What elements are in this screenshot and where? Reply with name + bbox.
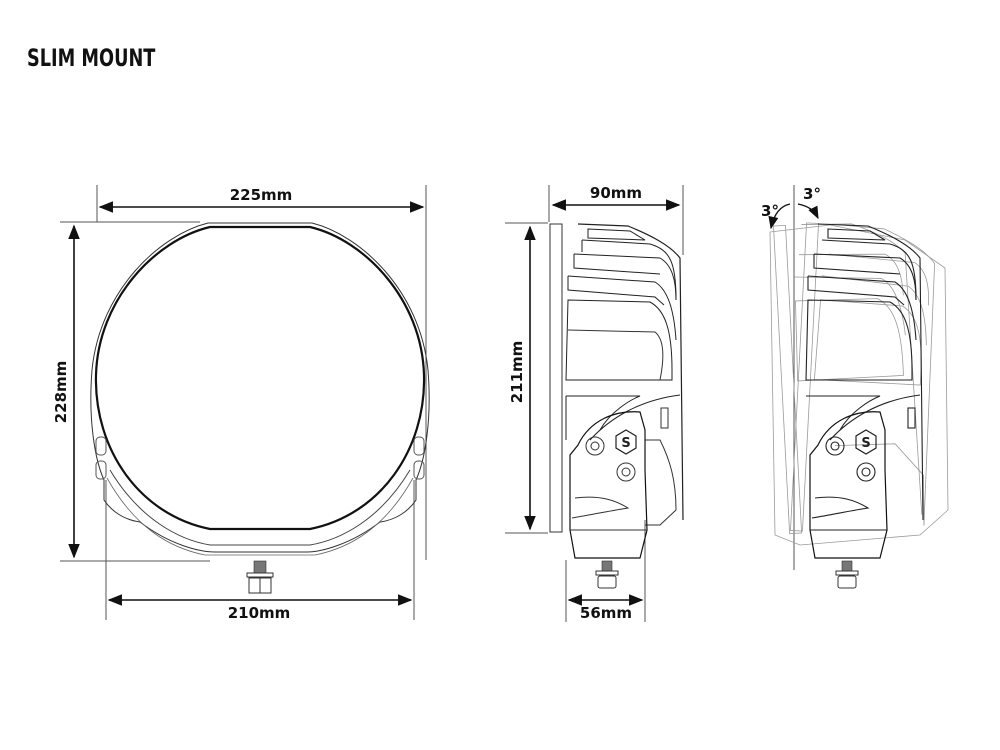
tilt-mount-bracket [809,411,888,559]
page-title: SLIM MOUNT [27,44,156,72]
tilt-view: 3° 3° [761,185,949,589]
depth-label: 90mm [590,184,642,202]
front-view: 225mm 228mm 210mm [52,185,430,622]
height-label: 228mm [52,361,70,424]
side-height-label: 211mm [508,341,526,404]
width-top-label: 225mm [230,186,293,204]
tilt-forward-label: 3° [803,185,821,203]
side-view: 90mm 211mm 56mm S [505,184,684,622]
mounting-bolt [246,560,274,594]
svg-text:S: S [861,436,870,451]
width-bottom-label: 210mm [228,604,291,622]
lens-outline [94,225,426,531]
tilt-s-logo-icon: S [855,429,877,455]
s-logo-icon: S [615,429,637,455]
tilt-back-label: 3° [761,202,779,220]
bracket-width-label: 56mm [580,604,632,622]
svg-text:S: S [621,436,630,451]
mount-bracket [569,411,648,559]
